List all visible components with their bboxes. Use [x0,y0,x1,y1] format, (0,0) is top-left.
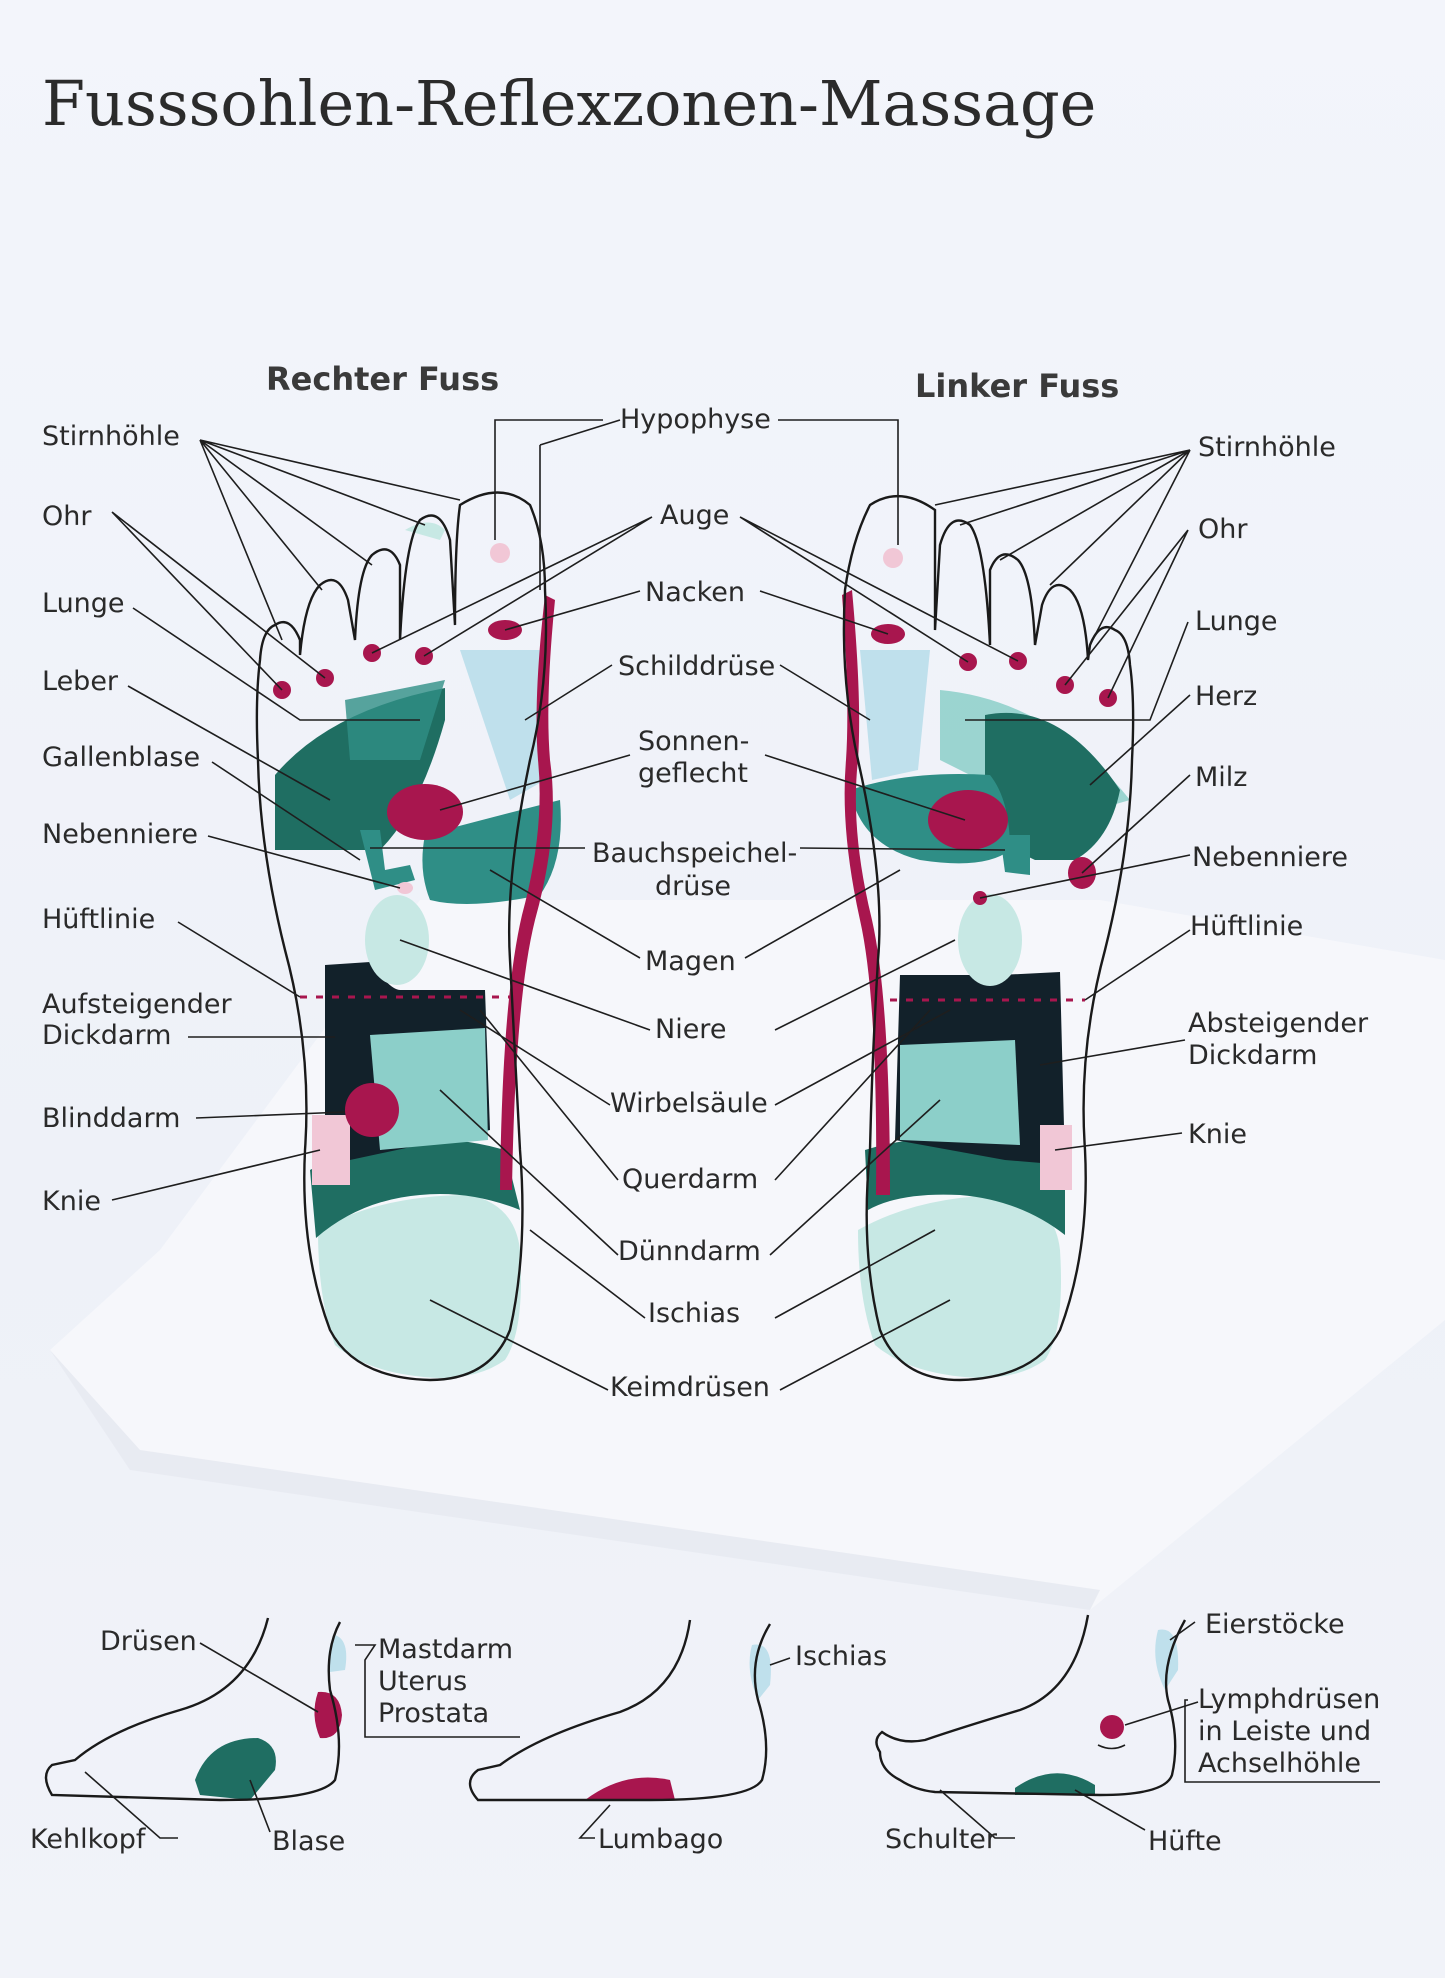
label-lunge-right: Lunge [1195,606,1278,637]
zone-sonnengeflecht-left [928,790,1008,850]
zone-milz [985,712,1120,860]
label-blinddarm: Blinddarm [42,1103,180,1134]
point-hypophyse-left [883,548,903,568]
labels-center-column: Hypophyse Auge Nacken Schilddrüse Sonnen… [592,404,797,1403]
zone-schilddruese-left [860,650,930,780]
label-stirnhoehle-left: Stirnhöhle [42,421,180,452]
left-foot [842,494,1135,1382]
zone-keimdruesen-left [858,1195,1061,1378]
zone-ischias-side [749,1644,771,1700]
label-prostata: Prostata [378,1698,489,1729]
side-foot-1-outline [44,1617,342,1802]
right-foot-heading: Rechter Fuss [266,360,499,398]
label-ohr-left: Ohr [42,501,92,532]
label-knie-right: Knie [1188,1119,1247,1150]
label-absteigender: Absteigender [1188,1008,1369,1039]
zone-nebenniere-right [397,882,413,894]
zone-duenndarm-right [370,1028,488,1150]
label-bauchspeicheldruese-1: Bauchspeichel- [592,838,797,869]
label-lunge-left: Lunge [42,588,125,619]
label-niere: Niere [655,1014,726,1045]
label-nacken: Nacken [645,577,745,608]
label-magen: Magen [645,946,736,977]
label-hypophyse: Hypophyse [620,404,771,435]
label-ohr-right: Ohr [1198,514,1248,545]
label-leber: Leber [42,666,119,697]
zone-niere-right [365,895,429,985]
label-mastdarm: Mastdarm [378,1634,513,1665]
side-view-3: Eierstöcke Lymphdrüsen in Leiste und Ach… [875,1609,1380,1857]
toe-stirn-r [405,522,445,540]
label-knie-left: Knie [42,1186,101,1217]
zone-sonnengeflecht-right [387,784,463,840]
zone-lymph-side [1100,1715,1124,1739]
zone-blinddarm [345,1083,399,1137]
label-lumbago: Lumbago [598,1824,723,1855]
label-druesen: Drüsen [100,1626,197,1657]
leader-lines [111,419,1191,1391]
label-keimdruesen: Keimdrüsen [610,1372,770,1403]
label-hueftlinie-right: Hüftlinie [1190,911,1303,942]
label-sonnengeflecht-1: Sonnen- [638,726,749,757]
zone-bauch-left [1000,835,1030,875]
zone-huefte-side [1015,1773,1095,1795]
label-auge: Auge [660,500,729,531]
label-aufsteigender: Aufsteigender [42,989,232,1020]
side-foot-3-outline [875,1614,1187,1797]
label-absteigender-dickdarm: Dickdarm [1188,1040,1317,1071]
zone-niere-left [958,894,1022,986]
label-blase: Blase [272,1826,345,1857]
side-view-1: Drüsen Mastdarm Uterus Prostata Kehlkopf… [30,1617,520,1857]
label-aufsteigender-dickdarm: Dickdarm [42,1020,171,1051]
zone-magen-right [422,800,561,904]
point-hypophyse-right [490,543,510,563]
label-eierstoecke: Eierstöcke [1205,1609,1345,1640]
label-lymph-3: Achselhöhle [1198,1748,1361,1779]
label-stirnhoehle-right: Stirnhöhle [1198,432,1336,463]
labels-left-column: Stirnhöhle Ohr Lunge Leber Gallenblase N… [42,421,232,1217]
left-foot-heading: Linker Fuss [915,367,1119,405]
label-lymph-2: in Leiste und [1198,1716,1371,1747]
label-nebenniere-right: Nebenniere [1192,842,1348,873]
label-nebenniere-left: Nebenniere [42,819,198,850]
zone-duenndarm-left [900,1040,1020,1145]
label-lymph-1: Lymphdrüsen [1198,1684,1380,1715]
left-foot-outline [842,494,1135,1382]
label-schilddruese: Schilddrüse [618,651,775,682]
label-kehlkopf: Kehlkopf [30,1824,147,1855]
label-sonnengeflecht-2: geflecht [638,758,748,789]
side-foot-2-outline [468,1619,772,1802]
labels-right-column: Stirnhöhle Ohr Lunge Herz Milz Nebennier… [1188,432,1369,1150]
label-querdarm: Querdarm [622,1164,758,1195]
label-duenndarm: Dünndarm [618,1236,761,1267]
zone-ischias-right [310,1138,520,1238]
page-title: Fusssohlen-Reflexzonen-Massage [42,67,1096,140]
zone-keimdruesen-right [318,1195,521,1378]
label-huefte: Hüfte [1148,1826,1222,1857]
label-gallenblase: Gallenblase [42,742,200,773]
zone-knie-left [1040,1125,1072,1190]
side-view-2: Ischias Lumbago [468,1619,887,1855]
label-uterus: Uterus [378,1666,467,1697]
zone-schilddruese-right [460,650,545,800]
zone-lumbago-side [585,1777,675,1800]
label-schulter: Schulter [885,1824,998,1855]
label-wirbelsaeule: Wirbelsäule [610,1088,768,1119]
label-ischias-center: Ischias [648,1298,740,1329]
zone-ischias-left [865,1138,1065,1235]
label-bauchspeicheldruese-2: drüse [655,871,731,902]
zone-bauch-right [360,830,415,890]
label-ischias-bottom: Ischias [795,1641,887,1672]
zone-druesen-side [314,1691,342,1739]
zone-blase-side [195,1738,276,1800]
label-hueftlinie-left: Hüftlinie [42,904,155,935]
label-herz: Herz [1195,681,1257,712]
label-milz: Milz [1195,762,1247,793]
